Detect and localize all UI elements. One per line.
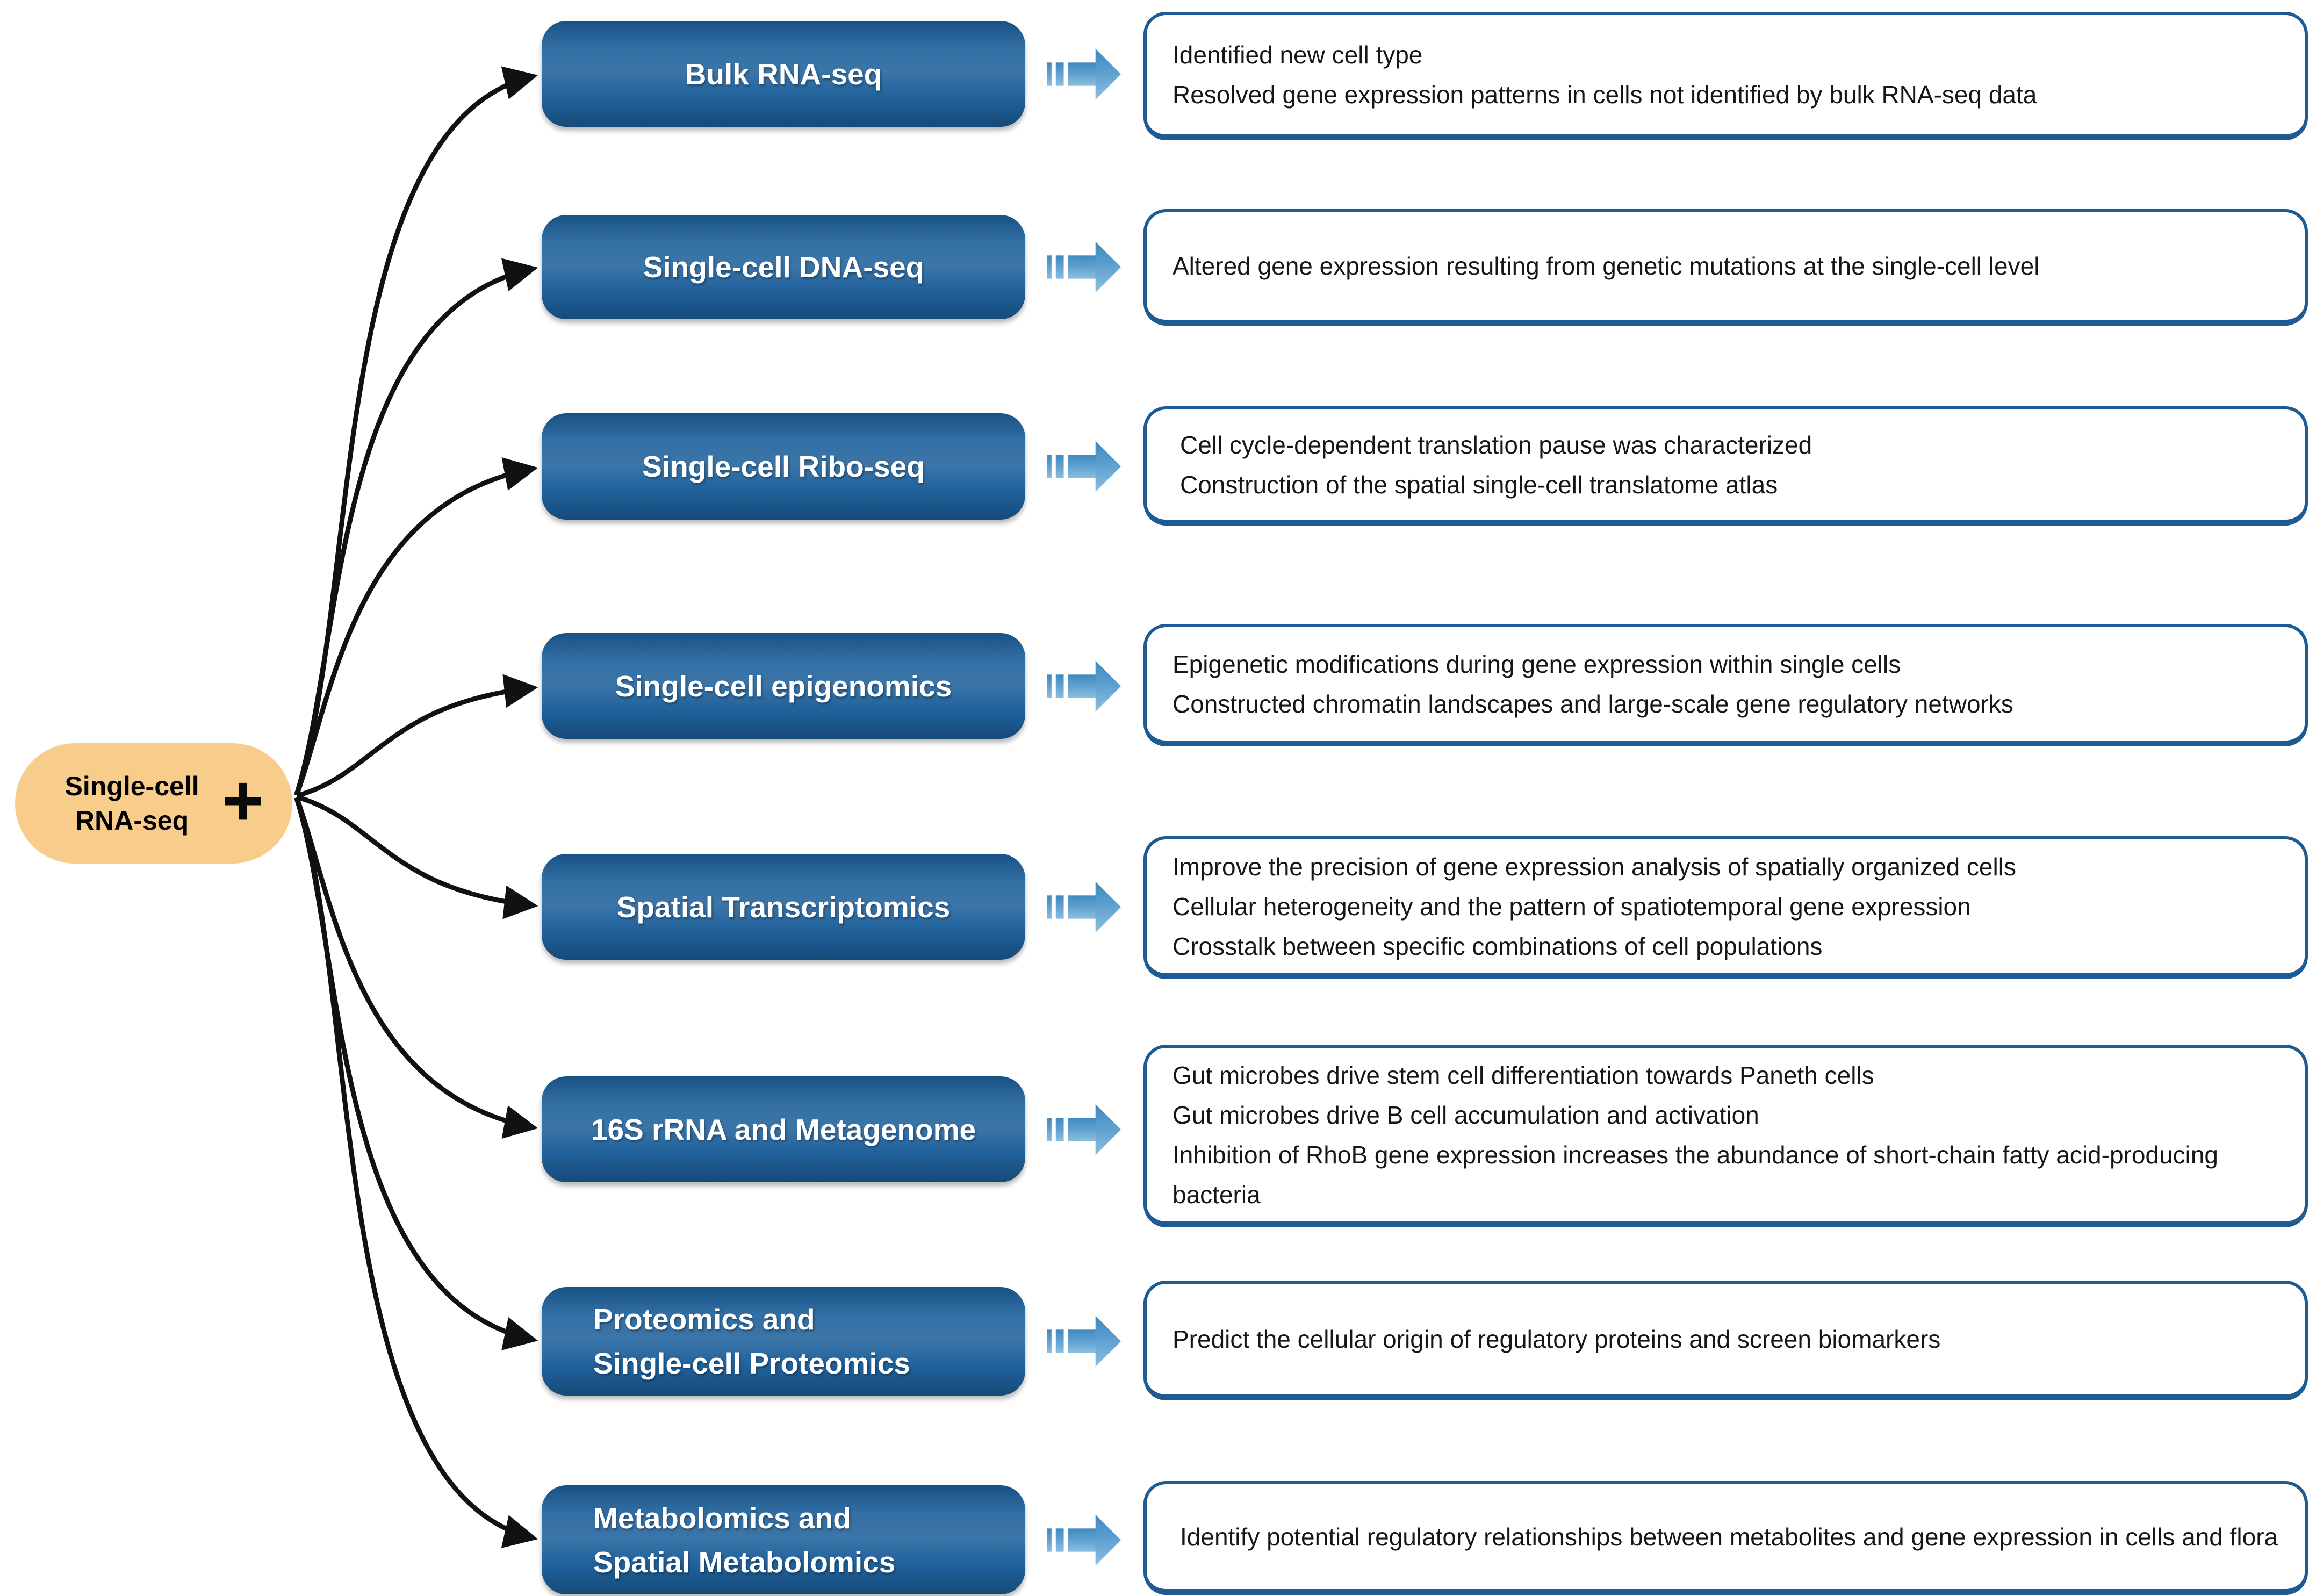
right-arrow-icon: [1047, 1104, 1121, 1155]
finding-text: Altered gene expression resulting from g…: [1173, 252, 2040, 280]
tech-box-proteomics: Proteomics and Single-cell Proteomics: [542, 1287, 1025, 1396]
connector-curve-3: [294, 457, 538, 796]
tech-box-label: Bulk RNA-seq: [685, 57, 882, 91]
result-box-single-cell-ribo-seq: Cell cycle-dependent translation pause w…: [1143, 406, 2308, 526]
connector-curve-4: [296, 674, 538, 799]
finding-text: Resolved gene expression patterns in cel…: [1173, 81, 2037, 109]
right-arrow-icon: [1047, 241, 1121, 293]
connector-curve-2: [294, 258, 538, 796]
finding-text: Gut microbes drive stem cell differentia…: [1173, 1061, 1874, 1089]
finding-text: Construction of the spatial single-cell …: [1180, 470, 1778, 499]
right-arrow-icon: [1047, 881, 1121, 933]
tech-box-metabolomics: Metabolomics and Spatial Metabolomics: [542, 1485, 1025, 1594]
tech-box-label-line: Spatial Metabolomics: [593, 1545, 896, 1579]
tech-box-label: Metabolomics and Spatial Metabolomics: [542, 1496, 1025, 1584]
finding-text: Inhibition of RhoB gene expression incre…: [1173, 1140, 2218, 1209]
tech-box-label: Single-cell epigenomics: [615, 669, 952, 703]
right-arrow-icon: [1047, 1315, 1121, 1367]
right-arrow-icon: [1047, 48, 1121, 100]
plus-icon: +: [221, 760, 264, 841]
finding-text: Epigenetic modifications during gene exp…: [1173, 650, 1901, 678]
tech-box-label: Spatial Transcriptomics: [616, 890, 951, 924]
tech-box-spatial-transcriptomics: Spatial Transcriptomics: [542, 854, 1025, 960]
result-box-single-cell-epigenomics: Epigenetic modifications during gene exp…: [1143, 624, 2308, 746]
connector-curve-8: [294, 797, 538, 1548]
tech-box-single-cell-dna-seq: Single-cell DNA-seq: [542, 215, 1025, 319]
result-box-proteomics: Predict the cellular origin of regulator…: [1143, 1281, 2308, 1400]
connector-curve-5: [296, 794, 538, 919]
tech-box-label-line: Single-cell Proteomics: [593, 1347, 910, 1380]
tech-box-16s-rrna-and-metagenome: 16S rRNA and Metagenome: [542, 1076, 1025, 1182]
result-box-single-cell-dna-seq: Altered gene expression resulting from g…: [1143, 209, 2308, 326]
tech-box-label-line: Metabolomics and: [593, 1501, 851, 1535]
connector-curve-1: [294, 66, 538, 795]
connector-curve-7: [294, 797, 538, 1350]
finding-text: Gut microbes drive B cell accumulation a…: [1173, 1101, 1759, 1129]
tech-box-label: Proteomics and Single-cell Proteomics: [542, 1297, 1025, 1385]
result-box-metabolomics: Identify potential regulatory relationsh…: [1143, 1481, 2308, 1595]
tech-box-single-cell-epigenomics: Single-cell epigenomics: [542, 633, 1025, 739]
finding-text: Identify potential regulatory relationsh…: [1180, 1522, 2278, 1551]
finding-text: Predict the cellular origin of regulator…: [1173, 1325, 1941, 1353]
result-box-16s-rrna-and-metagenome: Gut microbes drive stem cell differentia…: [1143, 1045, 2308, 1227]
tech-box-single-cell-ribo-seq: Single-cell Ribo-seq: [542, 413, 1025, 520]
source-node-single-cell-rna-seq: Single-cell RNA-seq +: [15, 743, 292, 864]
right-arrow-icon: [1047, 1514, 1121, 1566]
finding-text: Constructed chromatin landscapes and lar…: [1173, 689, 2013, 718]
right-arrow-icon: [1047, 660, 1121, 712]
result-box-spatial-transcriptomics: Improve the precision of gene expression…: [1143, 836, 2308, 979]
finding-text: Improve the precision of gene expression…: [1173, 852, 2016, 881]
tech-box-bulk-rna-seq: Bulk RNA-seq: [542, 21, 1025, 127]
tech-box-label-line: Proteomics and: [593, 1303, 815, 1336]
finding-text: Cell cycle-dependent translation pause w…: [1180, 430, 1812, 459]
finding-text: Cellular heterogeneity and the pattern o…: [1173, 892, 1971, 921]
tech-box-label: Single-cell DNA-seq: [643, 250, 924, 284]
source-node-label: Single-cell RNA-seq: [64, 771, 199, 836]
finding-text: Identified new cell type: [1173, 41, 1423, 69]
result-box-bulk-rna-seq: Identified new cell type Resolved gene e…: [1143, 12, 2308, 140]
finding-text: Crosstalk between specific combinations …: [1173, 932, 1823, 960]
tech-box-label: Single-cell Ribo-seq: [642, 450, 925, 483]
connector-curve-6: [294, 796, 538, 1139]
tech-box-label: 16S rRNA and Metagenome: [591, 1112, 976, 1146]
right-arrow-icon: [1047, 441, 1121, 492]
